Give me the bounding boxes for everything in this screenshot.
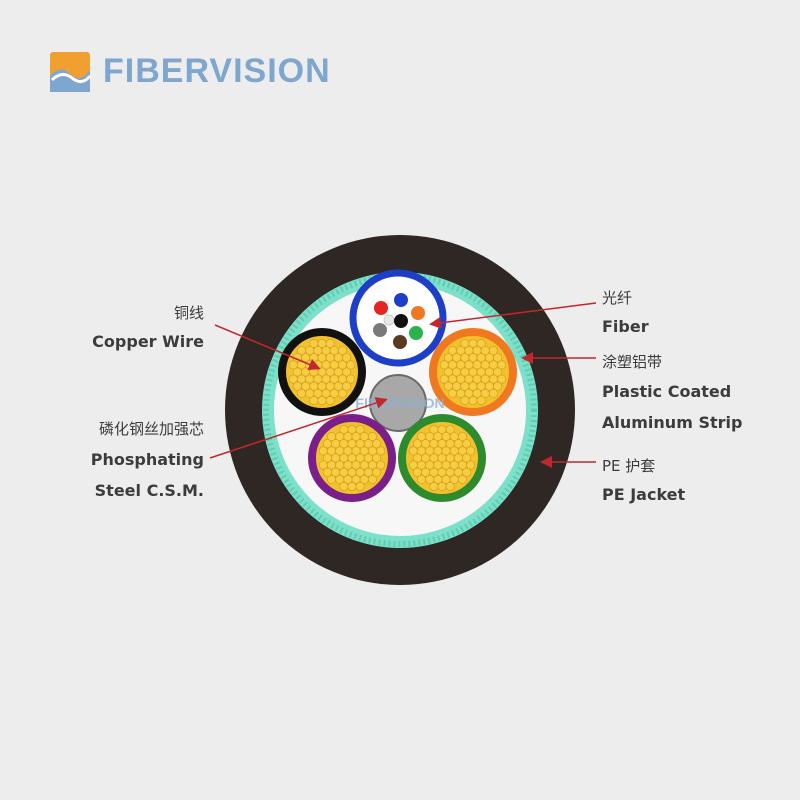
copper-strand (337, 388, 348, 398)
copper-strand (326, 474, 337, 484)
aluminum-label-cn: 涂塑铝带 (602, 353, 663, 371)
copper-strand (341, 353, 352, 363)
copper-tube-green (398, 414, 486, 502)
copper-strand (367, 474, 378, 484)
fiber-pointer (429, 302, 597, 329)
copper-strand (416, 474, 427, 484)
copper-label-cn: 铜线 (173, 304, 204, 322)
copper-tube-orange (429, 328, 517, 416)
copper-strand (460, 395, 470, 406)
copper-strand (346, 374, 356, 384)
copper-strand (341, 367, 352, 377)
fiber-green (409, 326, 423, 340)
copper-strand (341, 381, 352, 391)
copper-strand (437, 481, 447, 492)
copper-strand (497, 360, 507, 370)
watermark: FIBERVISION (355, 395, 444, 411)
copper-strand (355, 424, 365, 435)
copper-strand (461, 453, 472, 463)
copper-strand (468, 395, 478, 406)
copper-strand (447, 388, 458, 398)
copper-strand (371, 453, 382, 463)
copper-strand (376, 446, 386, 456)
copper-label-en: Copper Wire (92, 332, 204, 351)
fiber-orange (411, 306, 425, 320)
fiber-label-cn: 光纤 (602, 289, 633, 307)
copper-strand (492, 353, 503, 363)
copper-strand (325, 338, 335, 349)
fiber-brown (393, 335, 407, 349)
steel-label-en-line2: Steel C.S.M. (94, 481, 204, 500)
copper-strand (497, 374, 507, 384)
copper-tube-black (278, 328, 366, 416)
fiber-blue (394, 293, 408, 307)
copper-strand (339, 481, 349, 492)
copper-strand (296, 388, 307, 398)
steel-pointer (209, 397, 388, 459)
copper-strand (376, 460, 386, 470)
copper-strand (355, 481, 365, 492)
copper-strand (488, 388, 499, 398)
fiber-gray (373, 323, 387, 337)
copper-strand (476, 338, 486, 349)
copper-strand (445, 481, 455, 492)
aluminum-label-en-line2: Aluminum Strip (602, 413, 743, 432)
jacket-label-cn: PE 护套 (602, 457, 656, 475)
copper-strand (461, 439, 472, 449)
steel-strength-member (369, 374, 427, 432)
copper-strand (346, 360, 356, 370)
fiber-tube (349, 269, 447, 367)
jacket-label-en: PE Jacket (602, 485, 686, 504)
copper-strand (466, 446, 476, 456)
copper-strand (445, 424, 455, 435)
copper-strand (371, 467, 382, 477)
fiber-red (374, 301, 388, 315)
brand-name: FIBERVISION (103, 52, 331, 90)
copper-strand (371, 439, 382, 449)
copper-strand (461, 467, 472, 477)
steel-label-en-line1: Phosphating (90, 450, 204, 469)
aluminum-label-en-line1: Plastic Coated (602, 382, 732, 401)
copper-pointer (214, 324, 321, 371)
copper-strand (347, 481, 357, 492)
copper-strand (492, 381, 503, 391)
copper-strand (476, 395, 486, 406)
fiber-label-en: Fiber (602, 317, 649, 336)
copper-strand (429, 481, 439, 492)
copper-strand (488, 345, 499, 356)
copper-strand (492, 367, 503, 377)
brand-logo (50, 52, 92, 92)
copper-strand (317, 395, 327, 406)
copper-strand (466, 460, 476, 470)
copper-strand (367, 431, 378, 442)
steel-label-cn: 磷化钢丝加强芯 (98, 420, 204, 438)
copper-strand (309, 395, 319, 406)
copper-strand (325, 395, 335, 406)
copper-strand (337, 345, 348, 356)
copper-tube-purple (308, 414, 396, 502)
wave-square-logo-icon (50, 52, 92, 92)
fiber-white (383, 314, 395, 326)
fiber-black (394, 314, 408, 328)
copper-strand (457, 431, 468, 442)
copper-strand (457, 474, 468, 484)
